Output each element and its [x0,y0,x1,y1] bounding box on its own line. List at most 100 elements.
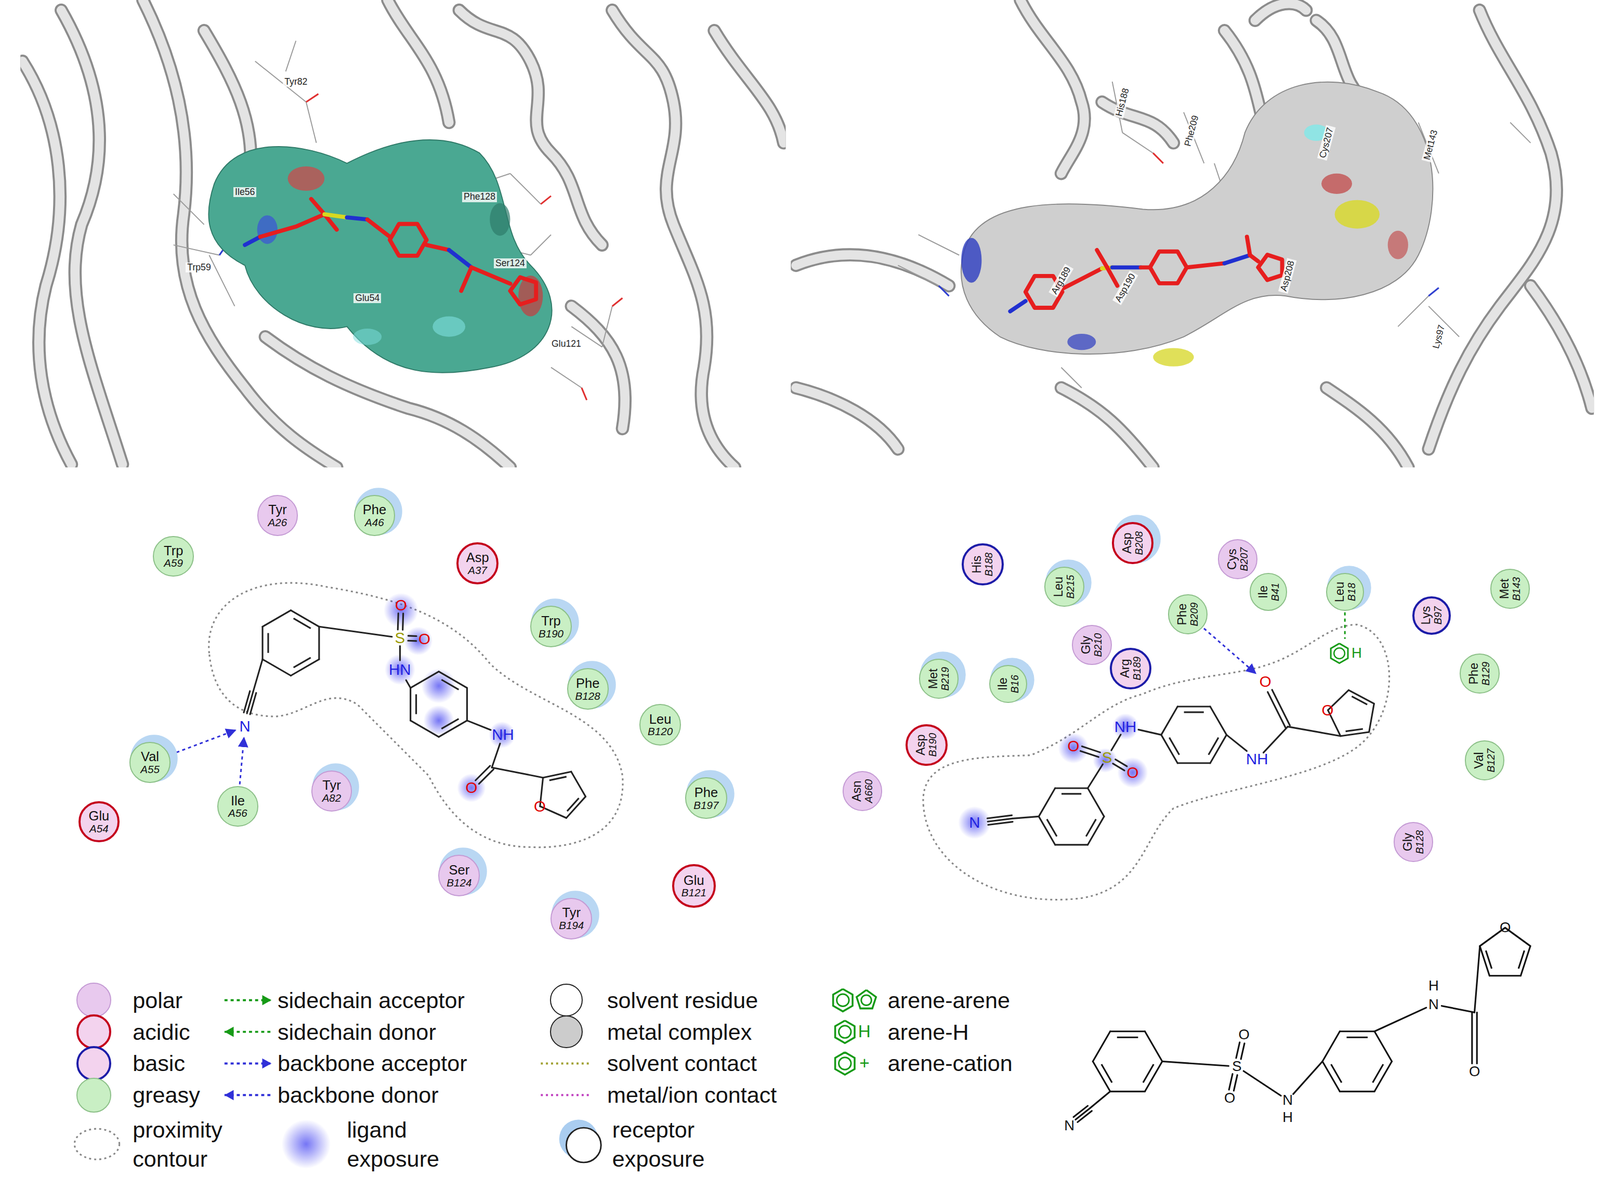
atom-label: O [1499,919,1511,936]
residue-disc: AspB190 [905,724,948,766]
protein-ribbons [795,0,1592,468]
ribbon-edge [387,0,450,123]
atom-label: H [1428,977,1439,994]
residue-name: Asp [466,550,490,565]
arene-sample [835,1020,855,1043]
legend-text: polar [132,985,183,1015]
residue-disc: PheB129 [1459,653,1500,693]
residue-number: B41 [1269,582,1281,601]
residue-disc: IleB41 [1249,572,1288,611]
ligand-bond [1250,255,1259,262]
atom-label: NH [1246,750,1269,768]
residue-name: Trp [163,543,183,558]
text-stack: IleB16 [996,674,1020,693]
legend-swatch [549,1015,583,1048]
legend-text: proximity contour [132,1115,266,1174]
exposure-sample [281,1119,331,1169]
bond [1322,1031,1340,1062]
bond [475,765,491,781]
stick [173,193,205,225]
ligand-sticks [244,199,536,305]
ribbon [1326,387,1409,468]
bond [405,679,411,688]
residue-name: His [971,555,985,574]
stick [1122,132,1153,153]
bond [987,815,1012,819]
ligand-bond [1247,236,1251,255]
stick [173,244,220,256]
text-stack: H [1351,645,1362,661]
bond [1340,731,1370,737]
exposure-blob [403,626,433,655]
stick [551,367,582,388]
residue-number: B124 [446,876,472,889]
arrowhead-sample [261,1058,272,1069]
surface-patch [352,328,382,345]
aromatic-bond [549,776,567,781]
bond [1233,1074,1238,1091]
arene-sample [835,1052,855,1075]
residue-disc: MetB219 [919,658,959,699]
atom-label: O [533,797,546,815]
residue-tag: Ser124 [493,258,527,269]
bond [318,626,320,660]
residue-name: Ile [230,793,245,808]
residue-number: B16 [1009,674,1021,693]
legend-swatch [549,983,583,1017]
text-stack: PheB129 [1467,661,1492,686]
bond [1520,946,1531,976]
arrowhead-sample [224,1089,234,1100]
bond [1081,745,1100,753]
ribbon [571,306,625,429]
ligand-ring [510,277,537,305]
atom-label: HN [388,661,412,678]
text-stack: O [1259,673,1272,690]
ligand-bond [449,250,472,268]
surface-patches [961,124,1409,366]
text-stack: TrpA59 [163,543,183,569]
residue-disc: HisB188 [961,543,1004,585]
stick [601,306,613,348]
residue-disc: IleB16 [989,664,1028,703]
residue-sticks [173,41,623,401]
bond [1110,1030,1146,1032]
arene-ring [1333,647,1345,659]
text-stack: CysB207 [1225,547,1250,572]
arene-h-icon [1328,641,1351,665]
residue-name: Phe [362,502,387,517]
text-stack: GlyB210 [1080,633,1104,658]
legend-text: metal complex [607,1017,752,1047]
aromatic-bond [1208,737,1219,755]
atom-label: NH [491,726,515,743]
residue-name: Leu [649,712,672,727]
bond [571,771,586,797]
aromatic-bond [267,633,269,653]
ligand-ring [1149,251,1187,284]
legend-text: arene-arene [887,985,1011,1015]
legend-text: greasy [132,1080,201,1110]
legend-text: backbone donor [277,1080,439,1110]
bond [1243,1070,1281,1096]
residue-number: B128 [575,690,601,702]
bond [1111,734,1121,751]
legend-swatch [76,1045,112,1081]
residue-disc: TyrB194 [550,897,593,940]
text-stack: ValA55 [140,749,160,775]
bond [466,720,491,730]
proximity-contours [208,582,1390,900]
legend-swatch [76,1014,112,1049]
legend-text: solvent residue [607,985,758,1015]
residue-number: A59 [163,557,183,569]
bond [1177,705,1211,707]
arene-h-marker: H [1326,640,1365,666]
ribbon [22,61,72,465]
residue-name: Asp [914,734,928,756]
text-stack: ArgB189 [1118,656,1143,681]
exposure-blob [958,806,991,839]
ring-sample [838,1025,852,1039]
atom-label: O [1321,701,1334,719]
ligand-bond [1010,300,1026,312]
residue-number: B210 [1092,633,1104,658]
ribbon [795,254,949,286]
bond [409,687,412,721]
